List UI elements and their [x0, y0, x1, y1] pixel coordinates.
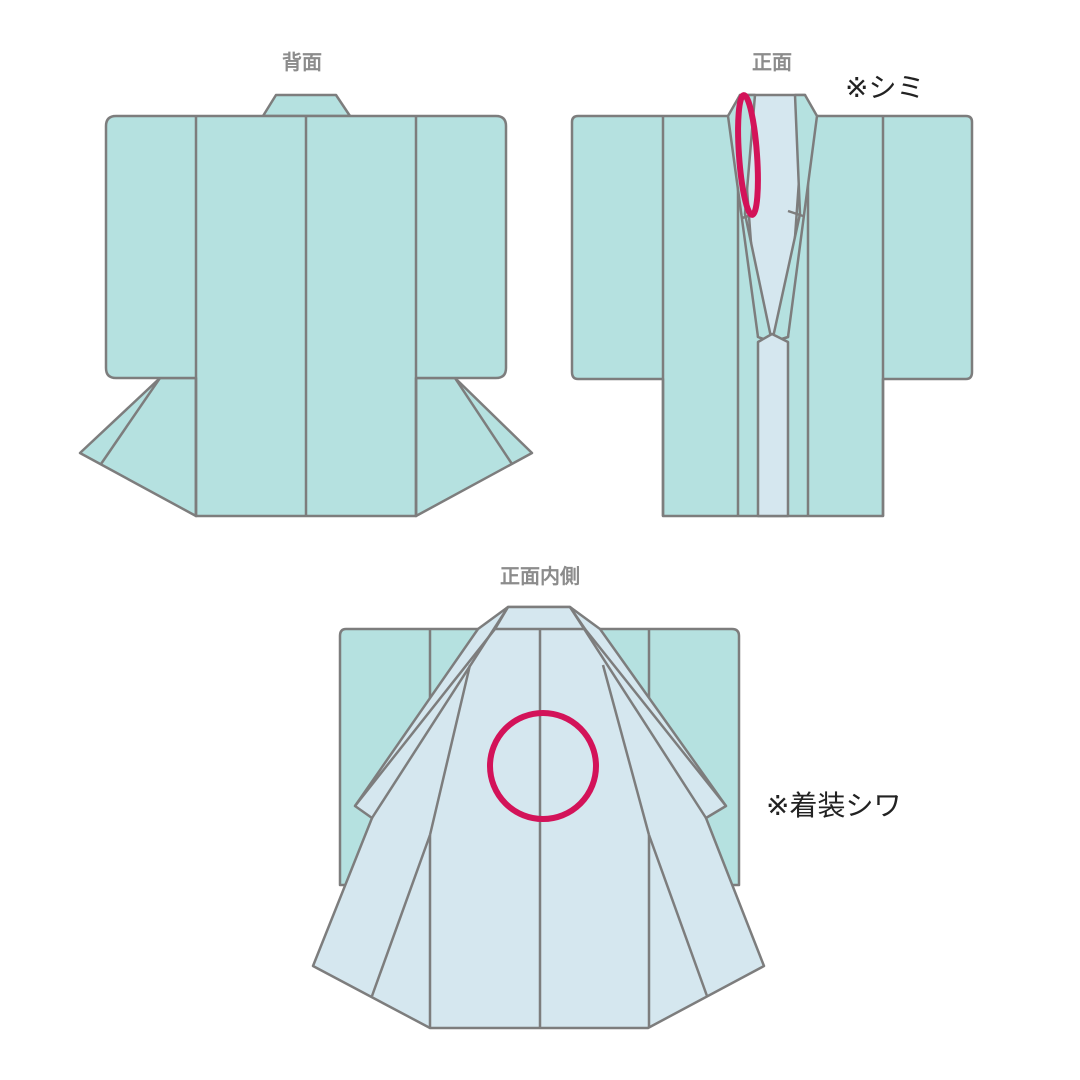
stain-marker [735, 92, 761, 218]
back-view-kimono [78, 93, 534, 518]
inside-view-label: 正面内側 [500, 564, 580, 588]
stain-annotation: ※シミ [845, 71, 925, 104]
back-view-label: 背面 [282, 50, 322, 74]
front-view-kimono [570, 92, 974, 518]
wrinkle-annotation: ※着装シワ [766, 789, 902, 822]
wrinkle-marker [487, 710, 599, 822]
inside-view-kimono [311, 605, 766, 1030]
front-view-label: 正面 [752, 50, 792, 74]
